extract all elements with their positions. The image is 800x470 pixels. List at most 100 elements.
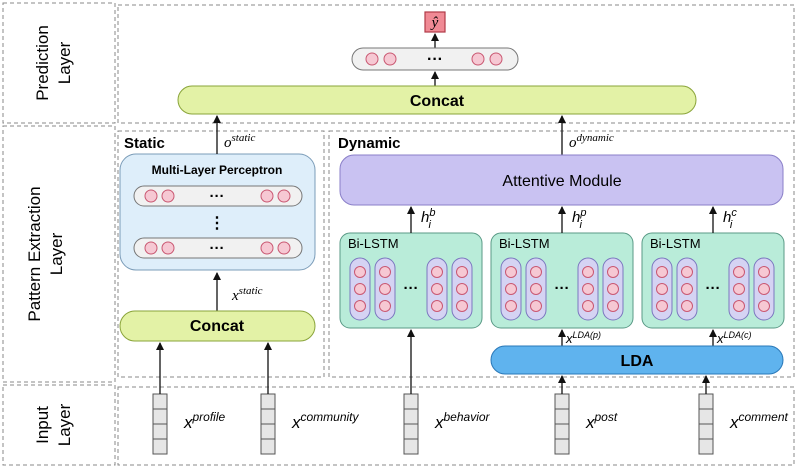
lstm-neuron bbox=[582, 266, 594, 278]
lda-output-label: xLDA(p) bbox=[565, 330, 601, 346]
input-vector-cell bbox=[260, 438, 276, 455]
lstm-neuron bbox=[758, 300, 770, 312]
mlp-bottom-row-neurons bbox=[144, 241, 291, 255]
lda-output-label: xLDA(c) bbox=[716, 330, 752, 346]
lstm-neuron bbox=[379, 283, 391, 295]
input-vector: xbehavior bbox=[403, 393, 491, 455]
input-label: xcomment bbox=[729, 410, 789, 432]
input-vector-cell bbox=[698, 438, 714, 455]
static-title: Static bbox=[124, 135, 165, 152]
input-vector: xpost bbox=[554, 393, 618, 455]
static-concat-label: Concat bbox=[190, 318, 245, 335]
lstm-neuron bbox=[681, 300, 693, 312]
lstm-neuron bbox=[607, 283, 619, 295]
lstm-neuron bbox=[505, 283, 517, 295]
input-vector-cell bbox=[260, 423, 276, 440]
lstm-cell bbox=[525, 257, 547, 321]
input-vector-cell bbox=[554, 393, 570, 410]
lstm-cell bbox=[676, 257, 698, 321]
dynamic-title: Dynamic bbox=[338, 135, 401, 152]
input-vector-cell bbox=[403, 423, 419, 440]
input-vector-cell bbox=[554, 423, 570, 440]
lstm-neuron bbox=[656, 283, 668, 295]
lstm-neuron bbox=[582, 283, 594, 295]
o-static-label: ostatic bbox=[224, 132, 255, 151]
lstm-neuron bbox=[582, 300, 594, 312]
bilstm-ellipsis: ··· bbox=[555, 280, 570, 297]
attentive-module-box bbox=[339, 154, 784, 206]
lstm-neuron bbox=[607, 300, 619, 312]
lstm-neuron bbox=[379, 266, 391, 278]
input-layer-panel bbox=[117, 386, 795, 466]
input-vector-cell bbox=[260, 408, 276, 425]
lstm-neuron bbox=[505, 266, 517, 278]
input-vector-cell bbox=[152, 423, 168, 440]
lstm-neuron bbox=[733, 283, 745, 295]
input-label: xcommunity bbox=[291, 410, 360, 432]
lstm-neuron bbox=[733, 300, 745, 312]
lstm-neuron bbox=[456, 266, 468, 278]
inputs-group: xprofile xcommunity xbehavior xpost xcomment bbox=[152, 329, 789, 455]
lstm-neuron bbox=[354, 300, 366, 312]
lstm-neuron bbox=[456, 300, 468, 312]
lstm-cell bbox=[753, 257, 775, 321]
lstm-cell bbox=[451, 257, 473, 321]
lstm-neuron bbox=[656, 300, 668, 312]
top-concat-label: Concat bbox=[410, 93, 465, 110]
input-vector-cell bbox=[554, 408, 570, 425]
input-vector-cell bbox=[260, 393, 276, 410]
static-concat-box bbox=[119, 310, 316, 342]
mlp-bottom-row-ellipsis: ··· bbox=[210, 240, 225, 257]
bilstm-label: Bi-LSTM bbox=[650, 236, 701, 251]
input-label: xpost bbox=[585, 410, 618, 432]
input-vector-cell bbox=[152, 438, 168, 455]
lstm-neuron bbox=[354, 283, 366, 295]
lstm-neuron bbox=[431, 300, 443, 312]
input-vector: xcommunity bbox=[260, 393, 360, 455]
bilstm-ellipsis: ··· bbox=[404, 280, 419, 297]
lstm-cell bbox=[651, 257, 673, 321]
input-vector-cell bbox=[698, 423, 714, 440]
lstm-neuron bbox=[431, 283, 443, 295]
input-vector-cell bbox=[152, 408, 168, 425]
input-vector-cell bbox=[698, 408, 714, 425]
top-concat-box bbox=[177, 85, 697, 115]
lstm-cell bbox=[577, 257, 599, 321]
input-vector-cell bbox=[152, 393, 168, 410]
lstm-neuron bbox=[354, 266, 366, 278]
mlp-bottom-row bbox=[133, 237, 303, 259]
lstm-neuron bbox=[505, 300, 517, 312]
bilstm-ellipsis: ··· bbox=[706, 280, 721, 297]
input-vector-cell bbox=[554, 438, 570, 455]
mlp-top-row bbox=[133, 185, 303, 207]
input-vector: xprofile bbox=[152, 393, 226, 455]
lstm-cell bbox=[500, 257, 522, 321]
lstm-neuron bbox=[758, 266, 770, 278]
lstm-cell bbox=[349, 257, 371, 321]
lstm-neuron bbox=[681, 266, 693, 278]
lstm-neuron bbox=[607, 266, 619, 278]
lstm-neuron bbox=[456, 283, 468, 295]
o-dynamic-label: odynamic bbox=[569, 132, 614, 151]
input-vector-cell bbox=[698, 393, 714, 410]
lstm-neuron bbox=[733, 266, 745, 278]
bilstm-label: Bi-LSTM bbox=[499, 236, 550, 251]
lstm-cell bbox=[426, 257, 448, 321]
output-symbol: ŷ bbox=[430, 15, 439, 31]
attentive-module-label: Attentive Module bbox=[502, 173, 621, 190]
lstm-neuron bbox=[530, 283, 542, 295]
mlp-title: Multi-Layer Perceptron bbox=[152, 163, 283, 177]
input-label: xprofile bbox=[183, 410, 226, 432]
mlp-top-row-neurons bbox=[144, 189, 291, 203]
input-vector: xcomment bbox=[698, 393, 789, 455]
lstm-neuron bbox=[758, 283, 770, 295]
